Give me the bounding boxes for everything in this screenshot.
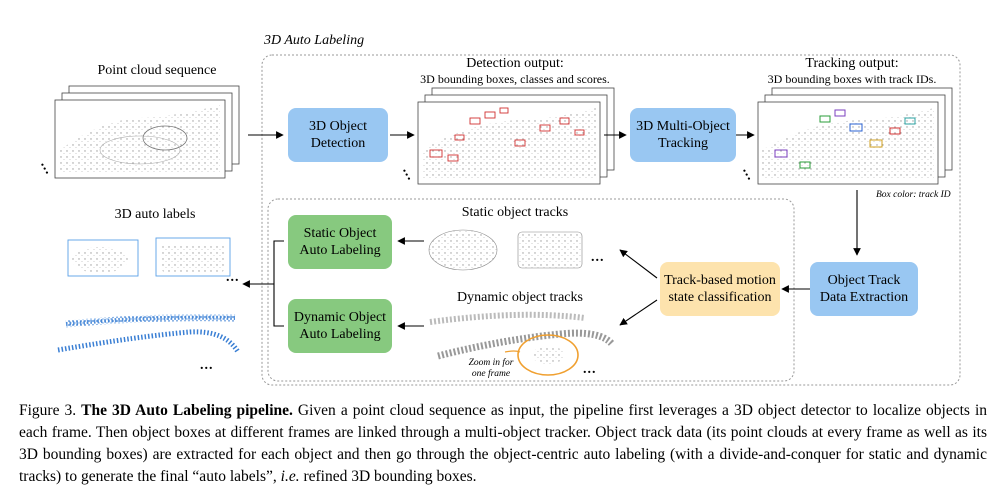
- object-detection-box: 3D Object Detection: [288, 108, 388, 162]
- static-auto-labeling-box: Static Object Auto Labeling: [288, 215, 392, 269]
- zoom-note-line2: one frame: [471, 369, 511, 379]
- object-centric-region: [267, 198, 795, 382]
- zoom-note-line1: Zoom in for: [468, 358, 514, 368]
- auto-label-static-thumbnails: [67, 237, 231, 277]
- motion-state-classification-box: Track-based motion state classification: [660, 262, 780, 316]
- section-title: 3D Auto Labeling: [264, 33, 365, 48]
- caption-tail: refined 3D bounding boxes.: [303, 468, 477, 485]
- input-label: Point cloud sequence: [97, 63, 217, 78]
- tracking-output-subtitle: 3D bounding boxes with track IDs.: [767, 72, 937, 86]
- detection-output-title: Detection output:: [466, 56, 564, 71]
- static-tracks-label: Static object tracks: [461, 205, 569, 220]
- ellipsis-static-tracks: ...: [591, 250, 605, 265]
- tracking-output-title: Tracking output:: [805, 56, 899, 71]
- arrow-static-bracket: [273, 240, 284, 327]
- ellipsis-dynamic-tracks: ...: [583, 362, 597, 377]
- ellipsis-auto-labels-dynamic: ...: [200, 358, 214, 373]
- auto-labels-title: 3D auto labels: [114, 207, 196, 222]
- dynamic-track-thumbnail: [429, 311, 615, 376]
- static-track-thumbnails: [428, 229, 583, 271]
- detection-output-subtitle: 3D bounding boxes, classes and scores.: [420, 72, 610, 86]
- caption-body: Given a point cloud sequence as input, t…: [19, 402, 988, 485]
- dynamic-tracks-label: Dynamic object tracks: [457, 290, 583, 305]
- figure-caption: Figure 3. The 3D Auto Labeling pipeline.…: [19, 400, 987, 488]
- dynamic-auto-labeling-box: Dynamic Object Auto Labeling: [288, 299, 392, 353]
- multi-object-tracking-box: 3D Multi-Object Tracking: [630, 108, 736, 162]
- track-data-extraction-box: Object Track Data Extraction: [810, 262, 918, 316]
- tracking-output-stack: [757, 87, 953, 185]
- auto-label-dynamic-thumbnails: [57, 314, 241, 354]
- arrow-classification-to-dynamic: [619, 299, 658, 326]
- ellipsis-auto-labels-static: ...: [226, 270, 240, 285]
- box-color-note: Box color: track ID: [876, 190, 951, 200]
- point-cloud-stack: [54, 85, 240, 179]
- arrow-classification-to-static: [619, 249, 658, 279]
- caption-ie: i.e.: [280, 468, 300, 485]
- detection-output-stack: [417, 87, 615, 185]
- caption-prefix: Figure 3.: [19, 402, 77, 419]
- caption-bold: The 3D Auto Labeling pipeline.: [81, 402, 293, 419]
- auto-labeling-region: [261, 54, 961, 386]
- zoom-ring: [517, 334, 579, 376]
